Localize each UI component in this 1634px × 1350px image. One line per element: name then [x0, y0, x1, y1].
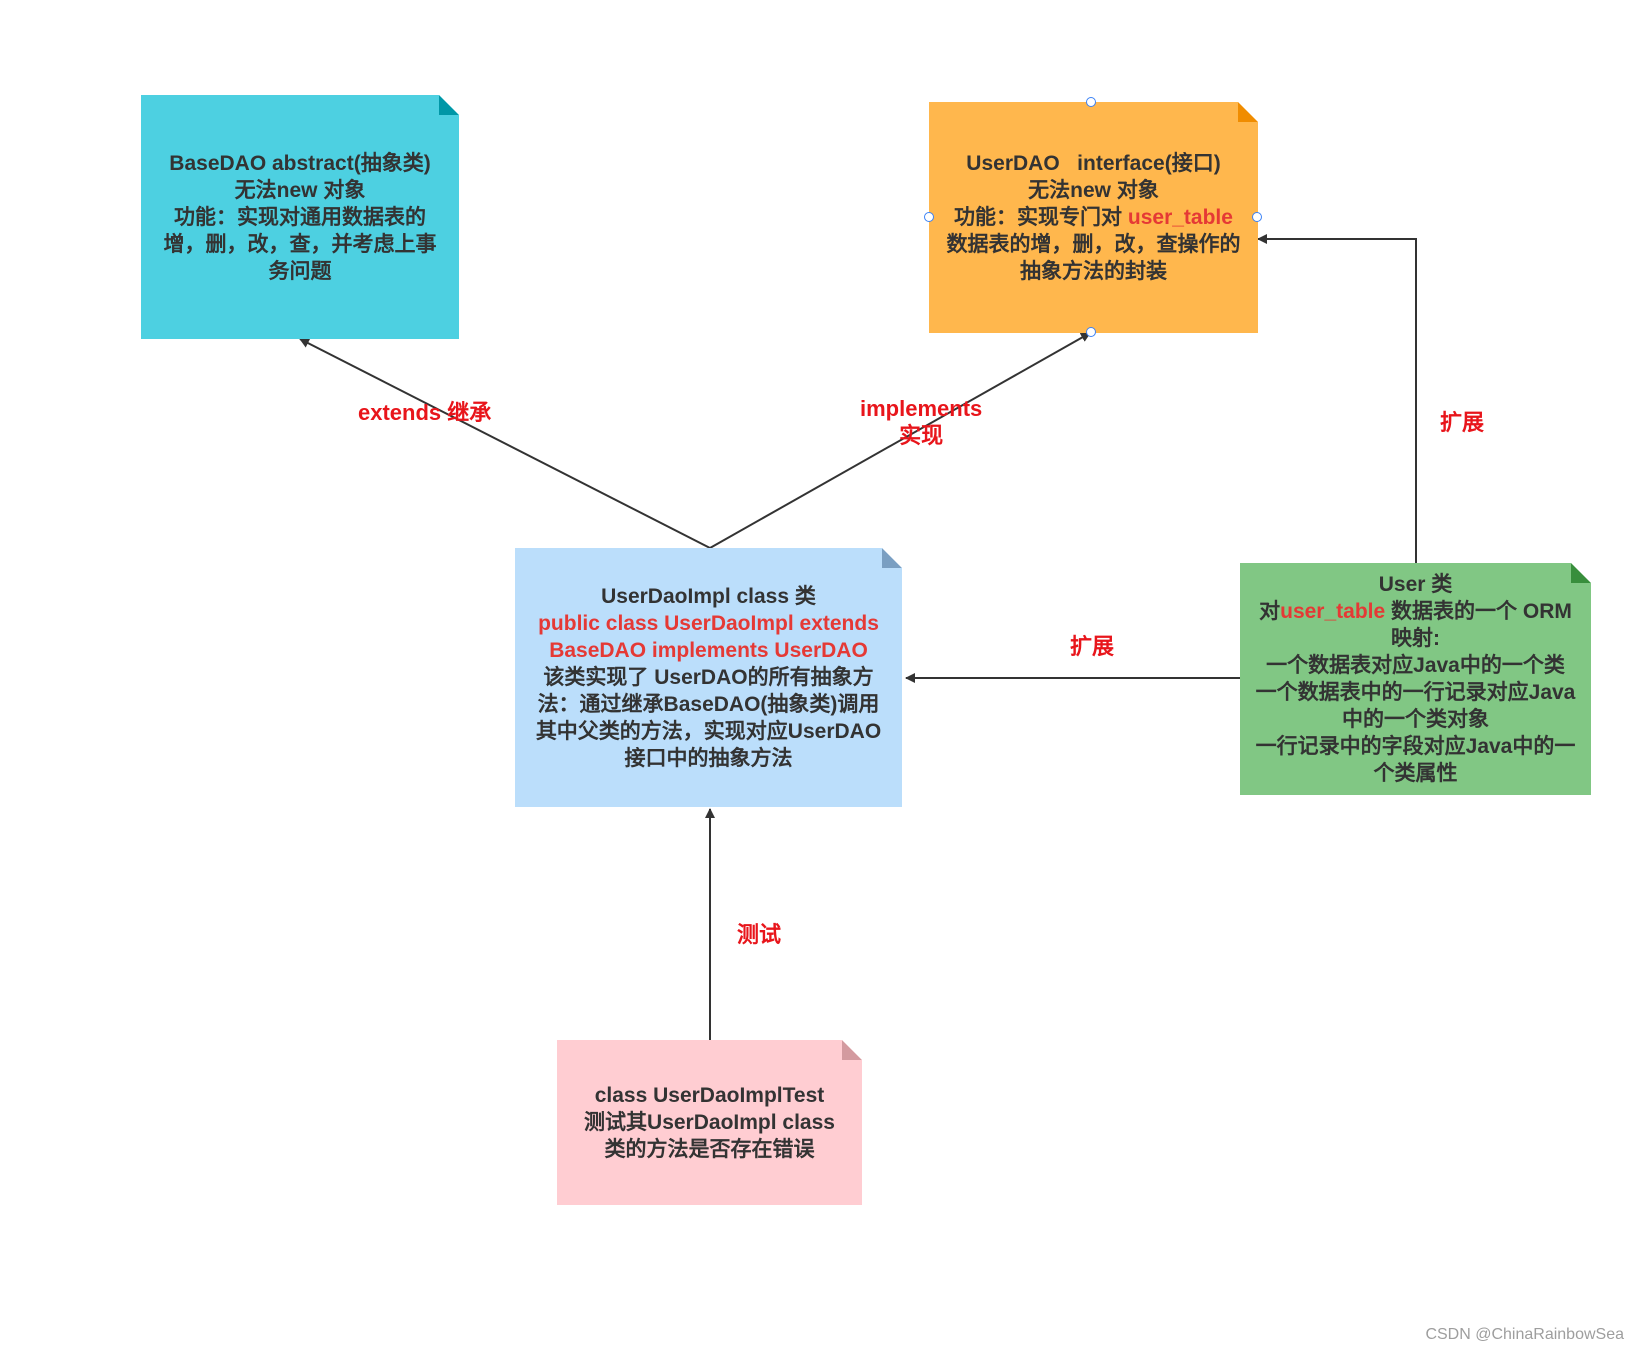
extend-up-arrow	[1257, 234, 1417, 565]
user-line: 对user_table 数据表的一个 ORM	[1259, 598, 1572, 625]
extends-label: extends 继承	[358, 400, 492, 425]
user-line-text: 数据表的一个 ORM	[1385, 600, 1572, 623]
userdaoimpl-title: UserDaoImpl class 类	[601, 585, 816, 608]
user-line: 中的一个类对象	[1342, 708, 1489, 731]
userdao-node[interactable]: UserDAO interface(接口) 无法new 对象 功能：实现专门对 …	[929, 102, 1258, 333]
basedao-line: 功能：实现对通用数据表的	[174, 205, 426, 229]
extends-arrow	[299, 338, 711, 549]
userdaoimpl-line: 法：通过继承BaseDAO(抽象类)调用	[537, 693, 880, 716]
implements-label-line2: 实现	[899, 423, 944, 448]
userdaoimpltest-line: 类的方法是否存在错误	[604, 1138, 815, 1161]
userdao-line: 无法new 对象	[1028, 179, 1159, 202]
test-label: 测试	[737, 922, 782, 947]
user-line: 一个数据表中的一行记录对应Java	[1255, 681, 1576, 704]
userdao-line: 功能：实现专门对 user_table	[954, 204, 1233, 231]
watermark: CSDN @ChinaRainbowSea	[1425, 1326, 1624, 1343]
userdaoimpltest-node[interactable]: class UserDaoImplTest 测试其UserDaoImpl cla…	[557, 1040, 862, 1205]
user-line: 一行记录中的字段对应Java中的一	[1255, 735, 1576, 758]
user-line-text: 对	[1259, 600, 1281, 623]
user-table-highlight: user_table	[1280, 600, 1386, 623]
user-line: 个类属性	[1373, 762, 1458, 785]
implements-arrow	[709, 332, 1091, 549]
user-table-highlight: user_table	[1127, 206, 1233, 229]
userdao-line: 数据表的增，删，改，查操作的	[946, 233, 1241, 256]
userdao-line: 抽象方法的封装	[1020, 260, 1167, 283]
selection-handle-left[interactable]	[924, 212, 934, 222]
implements-label: implements 实现	[860, 395, 982, 449]
basedao-line: 增，删，改，查，并考虑上事	[163, 232, 437, 256]
extend-up-label: 扩展	[1440, 410, 1485, 435]
userdaoimpl-line: 其中父类的方法，实现对应UserDAO	[535, 720, 882, 743]
selection-handle-top[interactable]	[1086, 97, 1096, 107]
basedao-title: BaseDAO abstract(抽象类)	[169, 151, 431, 175]
userdaoimpl-declaration: public class UserDaoImpl extends	[538, 612, 879, 635]
userdaoimpltest-line: 测试其UserDaoImpl class	[584, 1111, 835, 1134]
selection-handle-right[interactable]	[1252, 212, 1262, 222]
selection-handle-bottom[interactable]	[1086, 327, 1096, 337]
user-title: User 类	[1378, 573, 1453, 596]
userdao-line-text: 功能：实现专门对	[954, 206, 1128, 229]
userdaoimpl-line: 该类实现了 UserDAO的所有抽象方	[543, 666, 874, 689]
basedao-line: 务问题	[268, 259, 332, 283]
userdaoimpltest-title: class UserDaoImplTest	[594, 1084, 825, 1107]
userdaoimpl-line: 接口中的抽象方法	[624, 747, 793, 770]
user-node[interactable]: User 类 对user_table 数据表的一个 ORM 映射: 一个数据表对…	[1240, 563, 1591, 795]
userdaoimpl-declaration: BaseDAO implements UserDAO	[549, 639, 868, 662]
basedao-node[interactable]: BaseDAO abstract(抽象类) 无法new 对象 功能：实现对通用数…	[141, 95, 459, 339]
userdao-title: UserDAO interface(接口)	[966, 152, 1221, 175]
implements-label-line1: implements	[860, 396, 983, 421]
user-line: 映射:	[1391, 627, 1440, 650]
userdaoimpl-node[interactable]: UserDaoImpl class 类 public class UserDao…	[515, 548, 902, 807]
user-line: 一个数据表对应Java中的一个类	[1266, 654, 1565, 677]
basedao-line: 无法new 对象	[234, 178, 366, 202]
extend-left-label: 扩展	[1070, 634, 1115, 659]
